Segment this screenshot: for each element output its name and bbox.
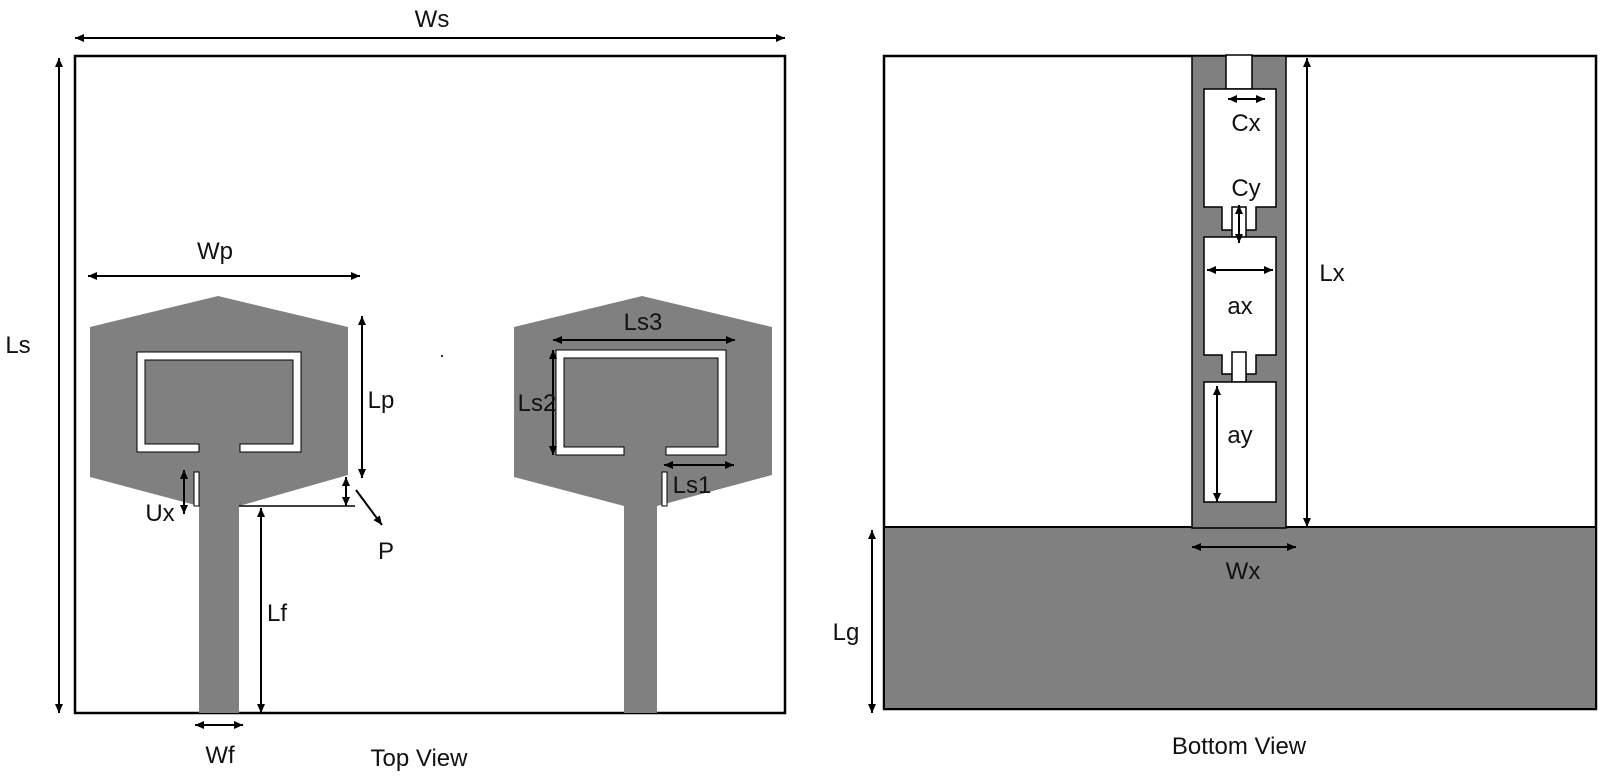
lp-label: Lp <box>368 387 395 414</box>
top-view-caption: Top View <box>371 745 469 772</box>
p-leader-arrow <box>355 489 383 526</box>
left-ux-slot <box>193 471 200 507</box>
stray-dot <box>440 354 444 358</box>
left-patch-body <box>90 296 348 713</box>
lg-label: Lg <box>833 619 860 646</box>
ls3-label: Ls3 <box>624 309 663 336</box>
left-antenna-patch <box>90 296 348 713</box>
ls1-label: Ls1 <box>673 472 712 499</box>
dgs-connector-2 <box>1231 351 1247 383</box>
p-label: P <box>378 538 394 565</box>
dgs-cell-3 <box>1203 381 1277 503</box>
wx-label: Wx <box>1226 558 1261 585</box>
ws-label: Ws <box>415 6 450 33</box>
right-antenna-patch <box>514 296 772 713</box>
right-ls1-slot <box>661 471 668 507</box>
cy-label: Cy <box>1231 175 1260 202</box>
bottom-view: Cx Cy ax ay Lx Wx Lg Bottom View <box>833 54 1598 760</box>
right-split-ring-slot <box>555 349 727 456</box>
ground-plane <box>883 526 1597 710</box>
right-patch-body <box>514 296 772 713</box>
ls2-label: Ls2 <box>518 390 557 417</box>
lx-label: Lx <box>1319 260 1344 287</box>
bottom-view-caption: Bottom View <box>1172 733 1307 760</box>
dgs-cell-1 <box>1203 88 1277 231</box>
ax-label: ax <box>1227 293 1252 320</box>
top-gap <box>1225 54 1253 90</box>
top-view: Ws Ls Wp Lp Ux P Lf Wf Ls3 Ls2 Ls1 <box>5 6 787 772</box>
ls-label: Ls <box>5 332 30 359</box>
wf-label: Wf <box>205 742 235 769</box>
wp-label: Wp <box>197 238 233 265</box>
cx-label: Cx <box>1231 110 1260 137</box>
ay-label: ay <box>1227 422 1252 449</box>
lf-label: Lf <box>267 600 287 627</box>
left-split-ring-slot <box>136 351 302 453</box>
ux-label: Ux <box>145 500 174 527</box>
